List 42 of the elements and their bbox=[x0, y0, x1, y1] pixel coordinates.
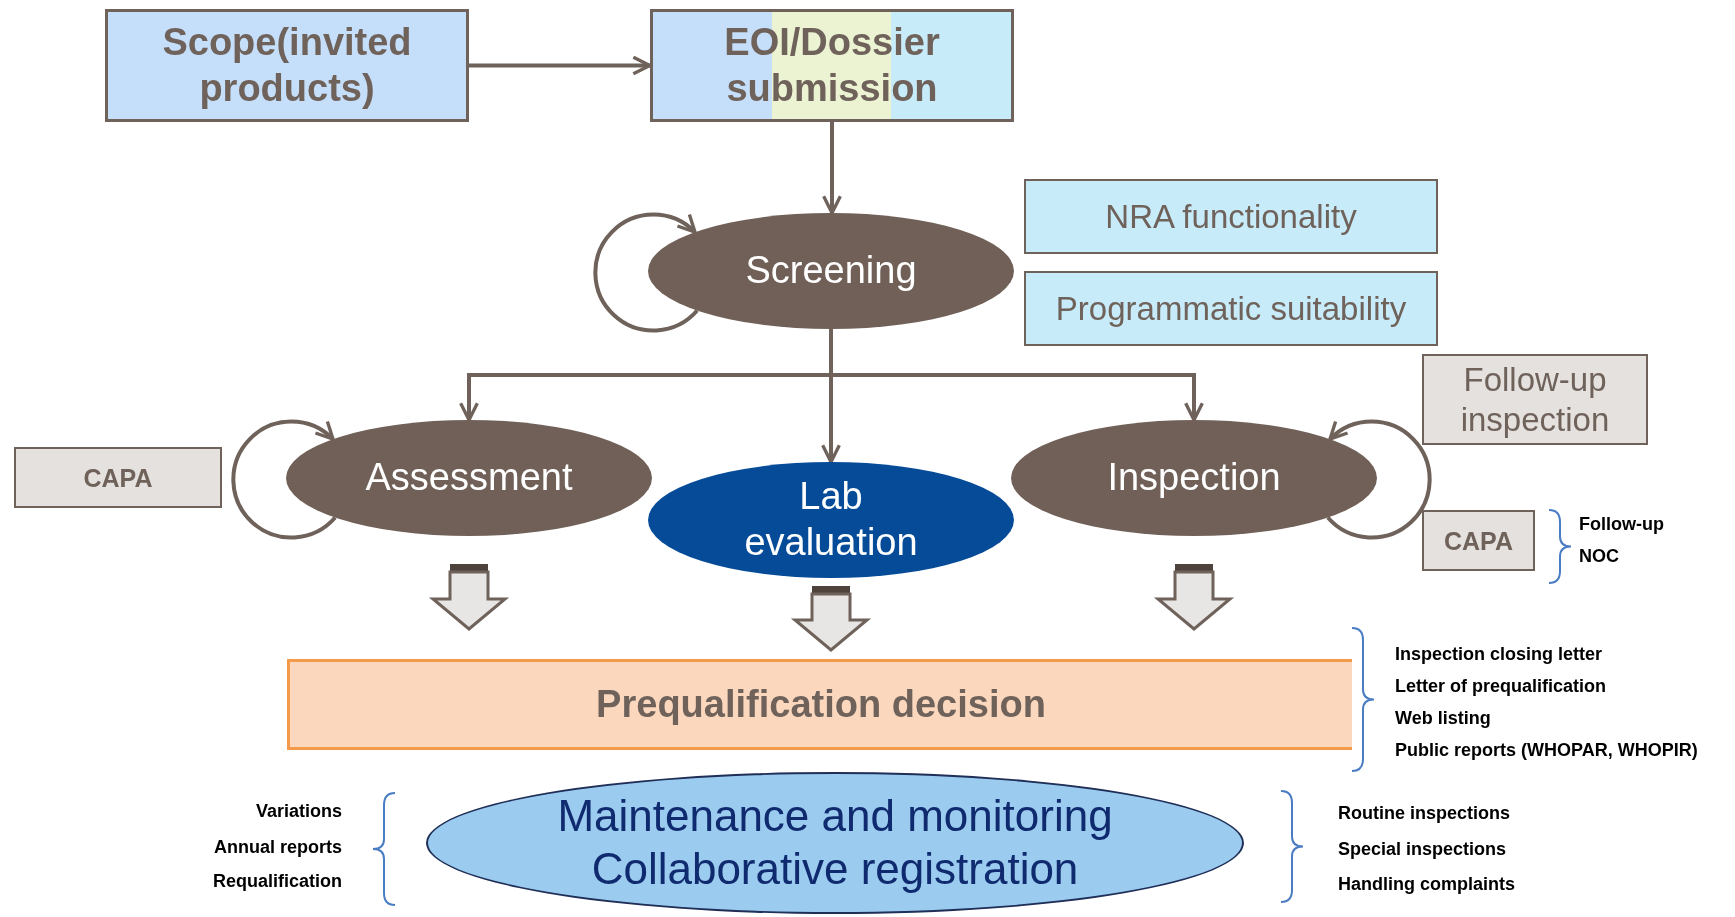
process-box bbox=[1422, 354, 1648, 445]
node-label: Lab evaluation bbox=[743, 474, 919, 565]
arrow bbox=[469, 55, 652, 76]
arrow bbox=[822, 122, 842, 215]
node-label: CAPA bbox=[1444, 525, 1513, 556]
note-text: Inspection closing letter bbox=[1395, 645, 1603, 663]
node-label: Prequalification decision bbox=[596, 681, 1046, 727]
process-box bbox=[1024, 179, 1438, 254]
process-box bbox=[105, 9, 469, 122]
note-text: Web listing bbox=[1395, 709, 1491, 727]
node-label: Screening bbox=[745, 248, 917, 294]
loop-arrow bbox=[593, 212, 699, 333]
node-label: CAPA bbox=[83, 462, 153, 493]
note-text: Variations bbox=[255, 802, 342, 820]
node-label: Assessment bbox=[365, 455, 573, 501]
process-box bbox=[14, 447, 222, 508]
note-text: NOC bbox=[1579, 547, 1619, 565]
note-text: Requalification bbox=[213, 872, 342, 890]
note-text: Routine inspections bbox=[1338, 804, 1510, 822]
node-label: Scope(invited products) bbox=[161, 19, 413, 111]
node-label: Maintenance and monitoring bbox=[557, 790, 1113, 843]
note-text: Handling complaints bbox=[1338, 875, 1515, 893]
note-text: Annual reports bbox=[214, 838, 342, 856]
block-arrow bbox=[790, 586, 872, 652]
node-label: Inspection bbox=[1107, 455, 1281, 501]
loop-arrow bbox=[231, 419, 337, 540]
process-box bbox=[650, 9, 1014, 122]
node-label: Follow-up inspection bbox=[1459, 359, 1611, 440]
node-label: EOI/Dossier submission bbox=[723, 19, 941, 111]
note-text: Special inspections bbox=[1338, 840, 1507, 858]
note-text: Follow-up bbox=[1579, 515, 1664, 533]
loop-arrow bbox=[1326, 419, 1432, 540]
process-box bbox=[287, 659, 1352, 750]
note-text: Public reports (WHOPAR, WHOPIR) bbox=[1395, 741, 1698, 759]
node-label: NRA functionality bbox=[1105, 196, 1357, 237]
note-text: Letter of prequalification bbox=[1395, 677, 1607, 695]
process-box bbox=[1422, 510, 1535, 571]
block-arrow bbox=[1153, 564, 1235, 631]
block-arrow bbox=[428, 564, 510, 631]
process-box bbox=[1024, 271, 1438, 346]
node-label: Programmatic suitability bbox=[1055, 288, 1407, 329]
node-label: Collaborative registration bbox=[591, 843, 1079, 895]
